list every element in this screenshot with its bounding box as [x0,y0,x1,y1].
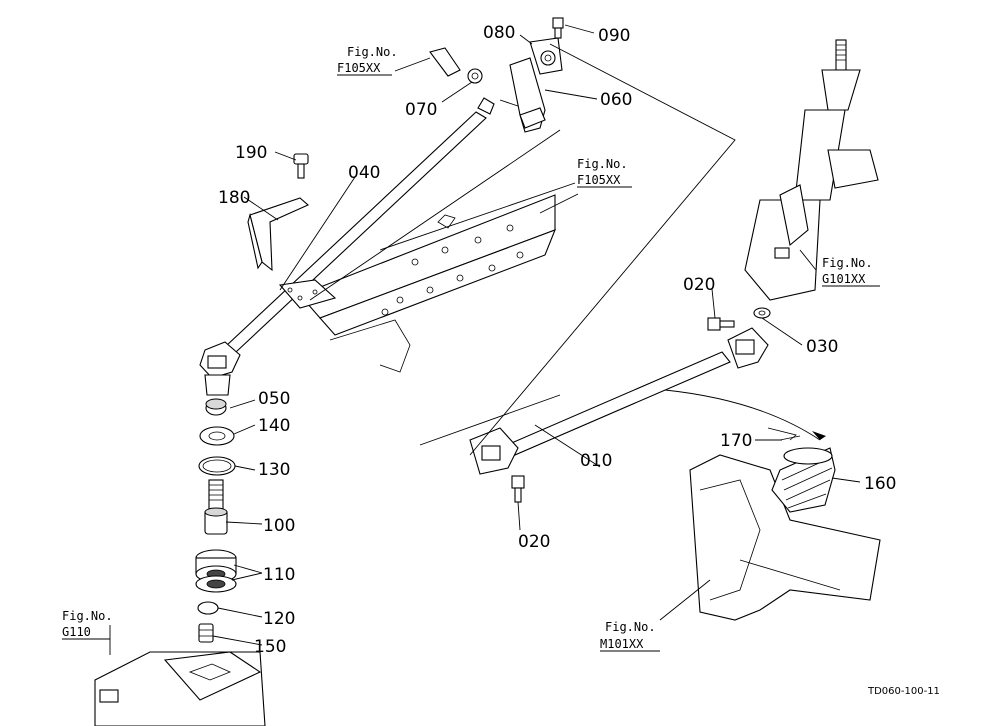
label-080: 080 [483,23,515,43]
leader-lines [109,24,861,655]
label-070: 070 [405,100,437,120]
label-020-upper: 020 [683,275,715,295]
flange-080 [529,37,563,75]
label-150: 150 [254,637,286,657]
universal-joint-left [199,341,241,396]
label-110: 110 [263,565,295,585]
boot-160 [771,447,836,513]
floor-panel [689,454,881,621]
part-150-fitting [198,623,214,643]
svg-text:Fig.No.: Fig.No. [822,256,873,270]
bracket-180 [247,197,310,272]
part-030-washer [753,307,771,319]
bolt-190 [293,153,309,179]
bolt-020-upper [707,317,735,331]
label-120: 120 [263,609,295,629]
svg-text:Fig.No.: Fig.No. [605,620,656,634]
label-040: 040 [348,163,380,183]
universal-joint-right [727,327,769,369]
bolt-070 [429,47,483,84]
figref-f105-mid: Fig.No. F105XX [577,157,632,188]
figref-m101: Fig.No. M101XX [600,620,660,652]
install-arrow [664,389,821,441]
label-060: 060 [600,90,632,110]
drawing-code: TD060-100-11 [867,686,940,697]
label-180: 180 [218,188,250,208]
label-010: 010 [580,451,612,471]
reference-lines [309,43,736,456]
label-140: 140 [258,416,290,436]
label-030: 030 [806,337,838,357]
svg-text:G101XX: G101XX [822,272,866,286]
figref-g110: Fig.No. G110 [62,609,113,640]
figref-g101: Fig.No. G101XX [822,256,880,287]
shaft-010 [499,351,731,459]
svg-text:Fig.No.: Fig.No. [62,609,113,623]
figref-f105-top: Fig.No. F105XX [337,45,398,76]
label-190: 190 [235,143,267,163]
steering-column [744,39,879,301]
label-050: 050 [258,389,290,409]
svg-text:M101XX: M101XX [600,637,644,651]
part-140-washer [199,426,235,446]
label-100: 100 [263,516,295,536]
clip-170 [767,427,801,441]
svg-text:Fig.No.: Fig.No. [347,45,398,59]
svg-text:G110: G110 [62,625,91,639]
install-arrow-head [812,431,826,440]
label-170: 170 [720,431,752,451]
label-020-lower: 020 [518,532,550,552]
part-100-shaft [204,479,228,535]
label-090: 090 [598,26,630,46]
universal-joint-lower [469,427,519,475]
svg-text:F105XX: F105XX [577,173,621,187]
bracket-060 [509,57,546,133]
part-050-nut [205,398,227,416]
part-120-snapring [197,601,219,615]
svg-text:Fig.No.: Fig.No. [577,157,628,171]
label-130: 130 [258,460,290,480]
bolt-090 [552,17,564,39]
part-110-bearings [195,549,237,593]
part-130-ring [198,456,236,476]
gearbox-housing [94,651,266,726]
bolt-020-lower [511,475,525,503]
bracket-plate-040 [278,279,337,309]
svg-text:F105XX: F105XX [337,61,381,75]
label-160: 160 [864,474,896,494]
frame-plate [299,194,556,373]
